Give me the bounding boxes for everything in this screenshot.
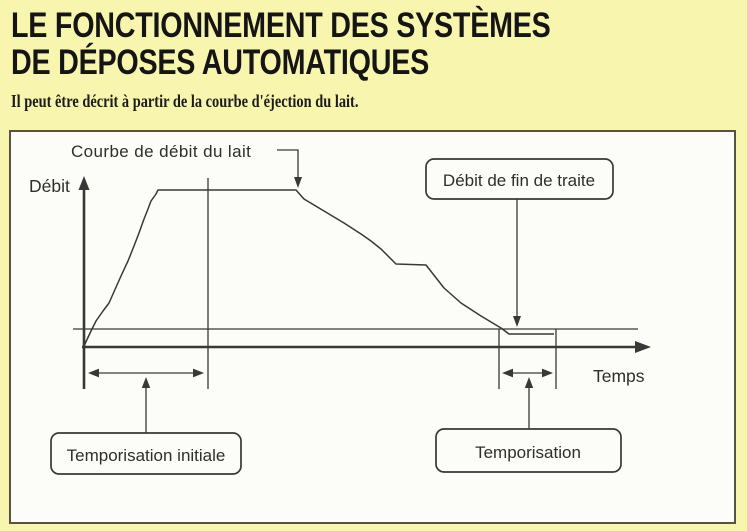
- end-flow-box-label: Débit de fin de traite: [443, 171, 595, 190]
- page-title: LE FONCTIONNEMENT DES SYSTÈMES DE DÉPOSE…: [11, 7, 669, 81]
- initial-delay-box-label: Temporisation initiale: [67, 446, 226, 465]
- delay-leader-arrow-icon: [524, 377, 534, 388]
- milk-ejection-diagram: Courbe de débit du lait Débit de fin de …: [29, 142, 651, 475]
- delay-box: [435, 428, 622, 473]
- end-flow-box: [425, 158, 614, 200]
- delay-span-left-arrow-icon: [502, 368, 513, 378]
- delay-box-label: Temporisation: [475, 443, 581, 462]
- milk-flow-curve: [83, 189, 554, 347]
- x-axis-arrow-icon: [635, 341, 651, 353]
- y-axis-label: Débit: [29, 176, 70, 196]
- initial-delay-span-left-arrow-icon: [88, 368, 99, 378]
- curve-caption: Courbe de débit du lait: [71, 142, 251, 161]
- end-flow-arrow-icon: [513, 316, 521, 327]
- initial-delay-box: [50, 432, 242, 475]
- curve-caption-leader-line: [277, 149, 299, 179]
- initial-delay-leader-arrow-icon: [141, 377, 151, 388]
- diagram-panel: Courbe de débit du lait Débit de fin de …: [9, 130, 736, 524]
- page-subtitle: Il peut être décrit à partir de la courb…: [11, 91, 359, 111]
- x-axis-label: Temps: [593, 366, 645, 386]
- curve-caption-arrow-icon: [294, 177, 302, 188]
- page-title-line-1: LE FONCTIONNEMENT DES SYSTÈMES: [11, 6, 551, 45]
- delay-span-right-arrow-icon: [542, 368, 553, 378]
- initial-delay-span-right-arrow-icon: [193, 368, 204, 378]
- y-axis-arrow-icon: [78, 176, 90, 190]
- page-title-line-2: DE DÉPOSES AUTOMATIQUES: [11, 43, 429, 82]
